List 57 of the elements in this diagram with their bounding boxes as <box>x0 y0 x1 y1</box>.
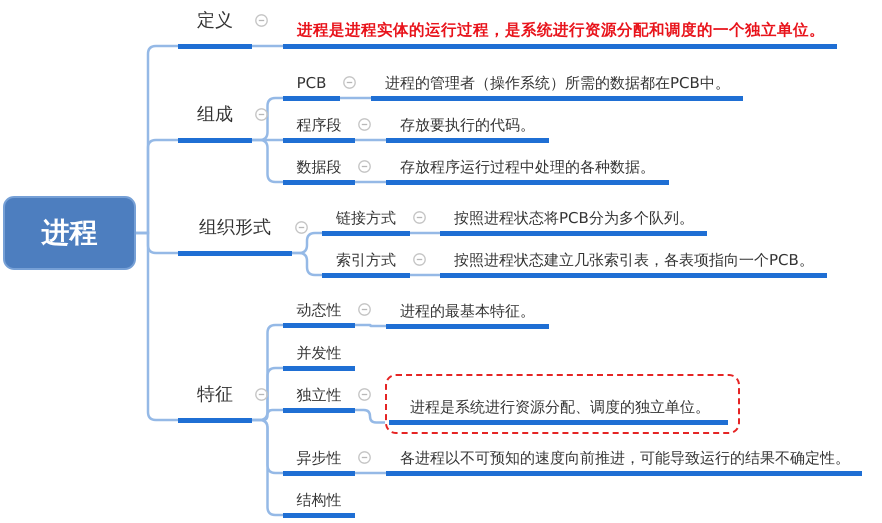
main-topic <box>178 104 252 142</box>
main-topic <box>178 10 252 48</box>
connector-line <box>252 418 283 516</box>
subtopic <box>283 114 355 142</box>
subtopic-label: 并发性 <box>296 344 342 362</box>
connector-line <box>355 324 386 328</box>
subtopic <box>283 448 355 476</box>
subtopic-label: 动态性 <box>296 300 342 318</box>
detail-text: 按照进程状态建立几张索引表，各表项指向一个PCB。 <box>454 250 814 268</box>
subtopic <box>283 342 355 370</box>
subtopic-label: 数据段 <box>296 158 342 176</box>
connector-line <box>252 44 283 48</box>
detail-topic <box>386 448 862 476</box>
connector-line <box>340 96 371 100</box>
detail-topic <box>386 156 669 184</box>
subtopic-label: 结构性 <box>296 490 342 508</box>
subtopic <box>322 208 410 236</box>
subtopic <box>283 384 355 412</box>
detail-text: 存放程序运行过程中处理的各种数据。 <box>400 158 655 176</box>
subtopic-label: 异步性 <box>296 448 342 466</box>
detail-topic <box>440 250 827 278</box>
root-topic-label: 进程 <box>42 216 98 250</box>
detail-text: 各进程以不可预知的速度向前推进，可能导致运行的结果不确定性。 <box>400 448 850 466</box>
detail-text: 进程的管理者（操作系统）所需的数据都在PCB中。 <box>385 74 730 92</box>
connector-line <box>136 232 178 422</box>
main-topic-label: 组成 <box>197 104 233 126</box>
highlight-box <box>385 374 740 434</box>
detail-topic <box>386 300 549 328</box>
main-topic <box>178 218 292 256</box>
detail-text: 进程是系统进行资源分配、调度的独立单位。 <box>410 398 710 416</box>
detail-text: 进程的最基本特征。 <box>400 302 535 320</box>
subtopic <box>283 300 355 328</box>
subtopic-label: 索引方式 <box>336 250 396 268</box>
subtopic <box>283 156 355 184</box>
main-topic-label: 组织形式 <box>199 216 271 238</box>
main-topic <box>178 384 252 422</box>
detail-topic <box>440 208 707 236</box>
detail-text: 按照进程状态将PCB分为多个队列。 <box>454 208 694 226</box>
main-topic-label: 特征 <box>197 384 233 406</box>
root-topic-box <box>3 196 136 270</box>
subtopic-label: 程序段 <box>296 116 342 134</box>
main-topic-label: 定义 <box>197 10 233 32</box>
detail-topic <box>283 20 837 48</box>
subtopic-label: 链接方式 <box>336 208 396 226</box>
subtopic <box>283 490 355 518</box>
connector-line <box>355 472 386 474</box>
detail-text: 进程是进程实体的运行过程，是系统进行资源分配和调度的一个独立单位。 <box>297 20 825 40</box>
connector-line <box>355 180 386 184</box>
connector-line <box>410 232 440 234</box>
subtopic-label: PCB <box>296 74 326 92</box>
connector-line <box>355 138 386 142</box>
detail-topic <box>386 114 549 142</box>
subtopic-label: 独立性 <box>296 386 342 404</box>
subtopic <box>322 250 410 278</box>
detail-topic <box>371 72 743 100</box>
detail-text: 存放要执行的代码。 <box>400 116 535 134</box>
connector-line <box>410 274 440 276</box>
